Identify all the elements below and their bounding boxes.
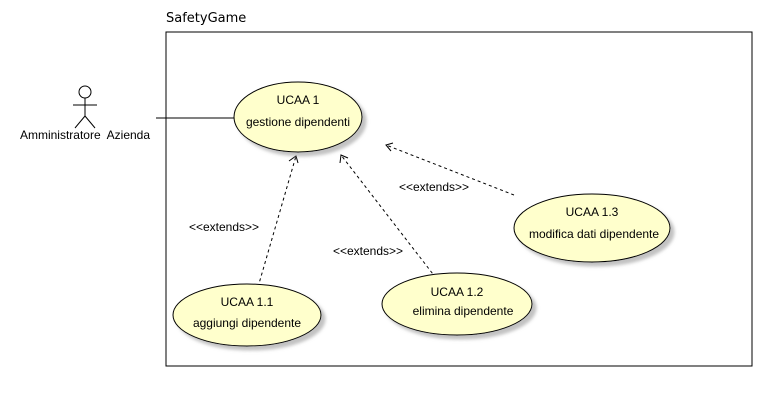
extends-label-13: <<extends>> [399, 180, 469, 194]
extends-label-11: <<extends>> [189, 220, 259, 234]
extends-line-11 [257, 155, 297, 288]
use-case-ucaa-1-1[interactable]: UCAA 1.1 aggiungi dipendente [172, 283, 322, 347]
arrowhead-12 [339, 154, 349, 164]
extends-label-12: <<extends>> [333, 244, 403, 258]
extends-line-13 [385, 144, 515, 196]
arrowhead-13 [385, 142, 394, 152]
use-case-ucaa-1-3[interactable]: UCAA 1.3 modifica dati dipendente [513, 193, 671, 263]
arrowhead-11 [288, 155, 299, 164]
use-case-ucaa-1-3-id: UCAA 1.3 [566, 205, 619, 219]
extends-arrows [257, 142, 515, 288]
system-boundary [165, 31, 753, 367]
use-case-ucaa-1-1-name: aggiungi dipendente [193, 316, 301, 330]
use-case-ucaa-1-name: gestione dipendenti [246, 115, 350, 129]
use-case-ucaa-1-3-name: modifica dati dipendente [529, 227, 659, 241]
actor-label: Amministratore Azienda [20, 128, 150, 142]
system-name: SafetyGame [166, 11, 246, 26]
actor-stick-figure[interactable] [73, 85, 97, 129]
use-case-ucaa-1-2[interactable]: UCAA 1.2 elimina dipendente [381, 272, 533, 336]
use-case-ucaa-1-2-id: UCAA 1.2 [431, 285, 484, 299]
extends-line-12 [340, 154, 437, 279]
use-case-ucaa-1-1-id: UCAA 1.1 [221, 295, 274, 309]
use-case-ucaa-1-id: UCAA 1 [277, 93, 320, 107]
use-case-ucaa-1-2-name: elimina dipendente [413, 304, 514, 318]
use-case-ucaa-1[interactable]: UCAA 1 gestione dipendenti [233, 81, 363, 153]
